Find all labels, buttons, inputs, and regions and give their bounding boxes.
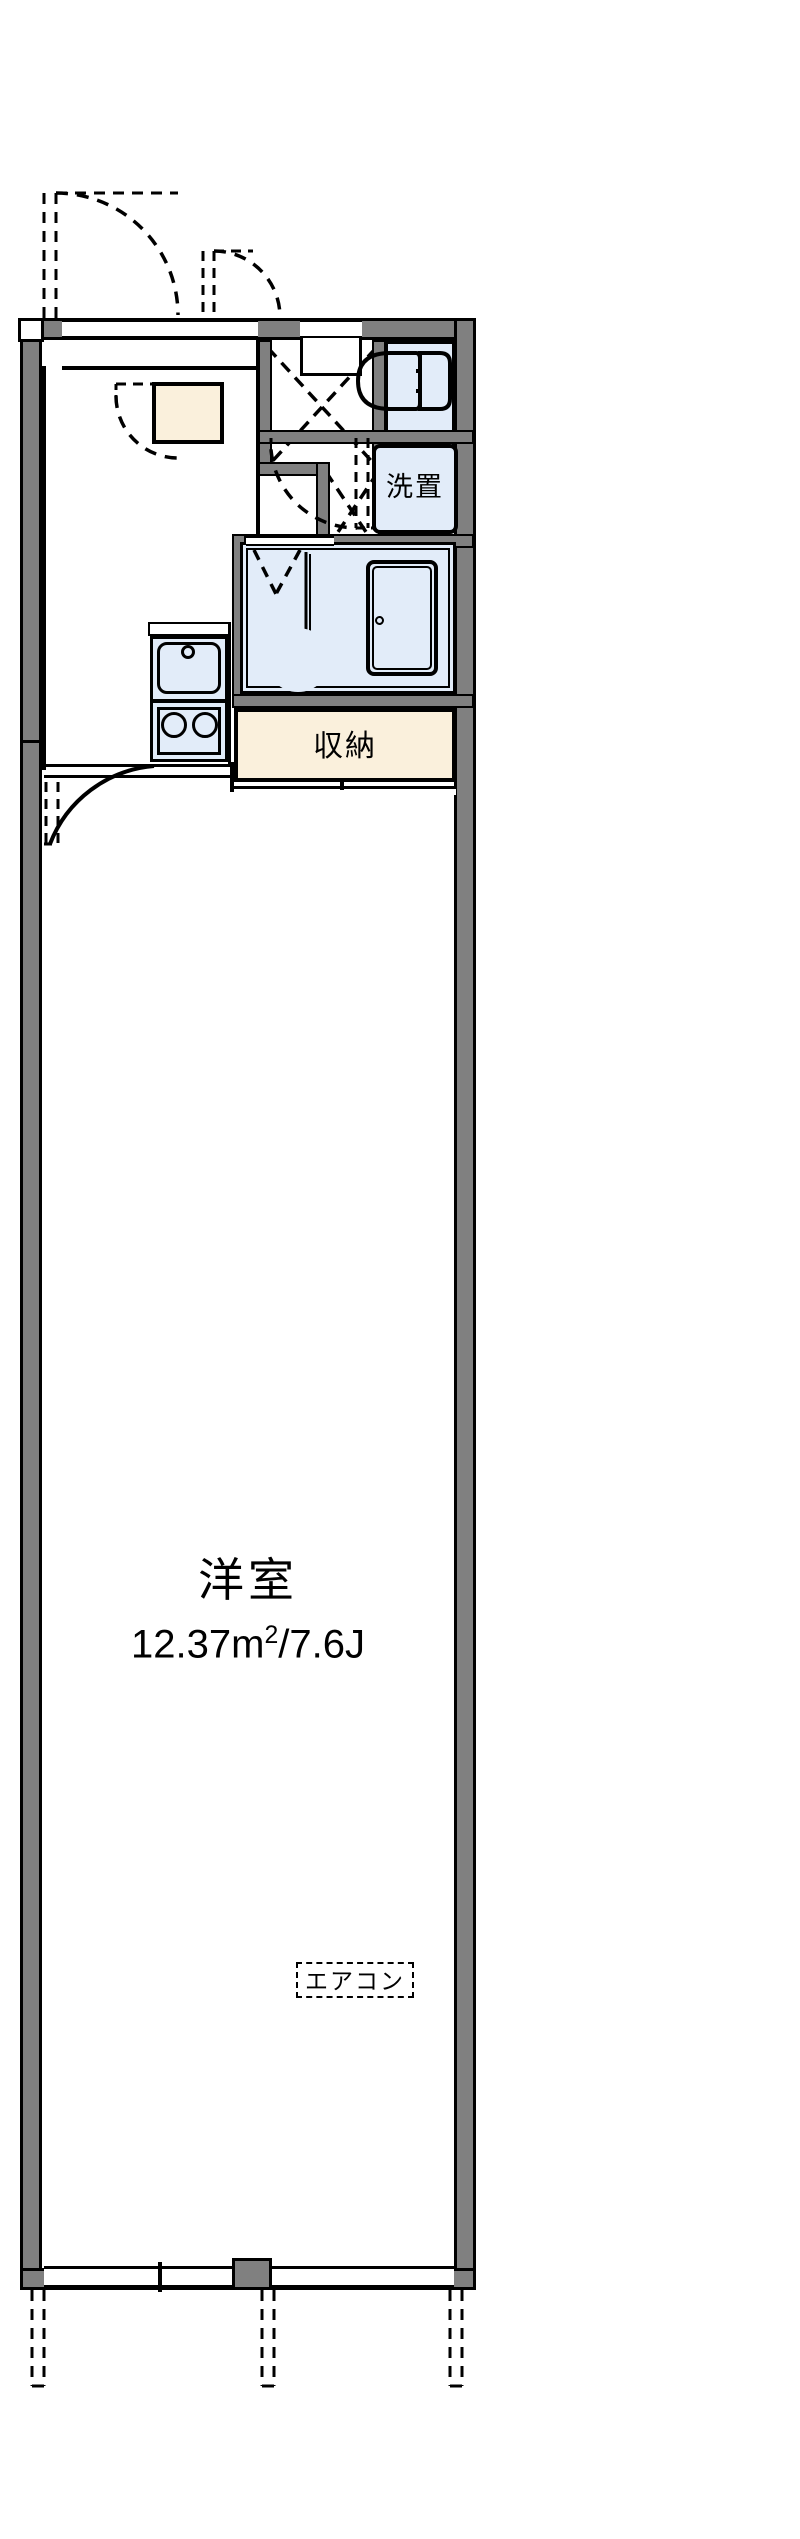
- main-room-area-tail: /7.6J: [278, 1622, 365, 1667]
- air-conditioner-text: エアコン: [305, 1968, 405, 1994]
- room-door-opening[interactable]: [44, 764, 230, 778]
- main-room-floor: [42, 790, 454, 2268]
- balcony-window-center-post: [232, 2258, 272, 2290]
- laundry-space: [372, 444, 458, 534]
- main-room-area: 12.37m2/7.6J: [42, 1622, 454, 1666]
- gas-burner-left-icon: [161, 712, 187, 738]
- balcony-window[interactable]: [44, 2266, 232, 2288]
- kitchen-sink-drain-icon: [181, 645, 195, 659]
- exterior-wall-right: [454, 318, 476, 2290]
- exterior-wall-left-lower: [20, 740, 42, 2290]
- kitchen-edge-line: [228, 622, 231, 768]
- bathroom-door-swing-icon: [269, 438, 373, 530]
- entrance-door-opening[interactable]: [62, 320, 258, 338]
- laundry-label: 洗置: [386, 472, 444, 502]
- bathtub-inner: [372, 566, 432, 670]
- laundry-door-swing-icon: [354, 438, 370, 528]
- entrance-step-inner: [157, 387, 219, 439]
- bathtub-drain-icon: [375, 616, 384, 625]
- side-window-left[interactable]: [18, 318, 44, 342]
- bath-entry-opening[interactable]: [246, 536, 334, 546]
- balcony-window-right[interactable]: [272, 2266, 454, 2288]
- interior-wall-storage-top: [232, 694, 474, 708]
- gas-burner-right-icon: [192, 712, 218, 738]
- toilet-icon: [355, 351, 452, 411]
- shoe-closet-upper-opening: [300, 338, 362, 376]
- main-room-area-unit-sup: 2: [264, 1622, 279, 1649]
- toilet-door-opening[interactable]: [300, 320, 362, 338]
- main-room-name: 洋室: [198, 1554, 298, 1606]
- air-conditioner-label: エアコン: [296, 1962, 414, 1998]
- main-room-area-value: 12.37m: [131, 1622, 265, 1667]
- entrance-door-swing-icon: [42, 191, 180, 318]
- bath-door-swing-icon: [252, 549, 302, 595]
- main-room-top-line: [230, 762, 234, 792]
- entrance-inner-door-swing-icon: [114, 382, 200, 460]
- balcony-railing-icon: [30, 2290, 464, 2388]
- storage-label: 収納: [313, 730, 377, 763]
- hallway-left-inner-line: [42, 366, 46, 770]
- washbasin-icon: [266, 552, 330, 692]
- toilet-door-swing-icon: [201, 249, 282, 319]
- kitchen-counter: [148, 622, 230, 636]
- shoe-closet-lower-door-icon: [324, 471, 380, 551]
- hallway-wall-line-top: [62, 366, 260, 370]
- interior-wall-laundry-top: [258, 430, 474, 444]
- storage-closet[interactable]: [234, 708, 456, 782]
- balcony-window-mullion: [158, 2262, 162, 2292]
- room-door-swing-icon: [44, 764, 155, 846]
